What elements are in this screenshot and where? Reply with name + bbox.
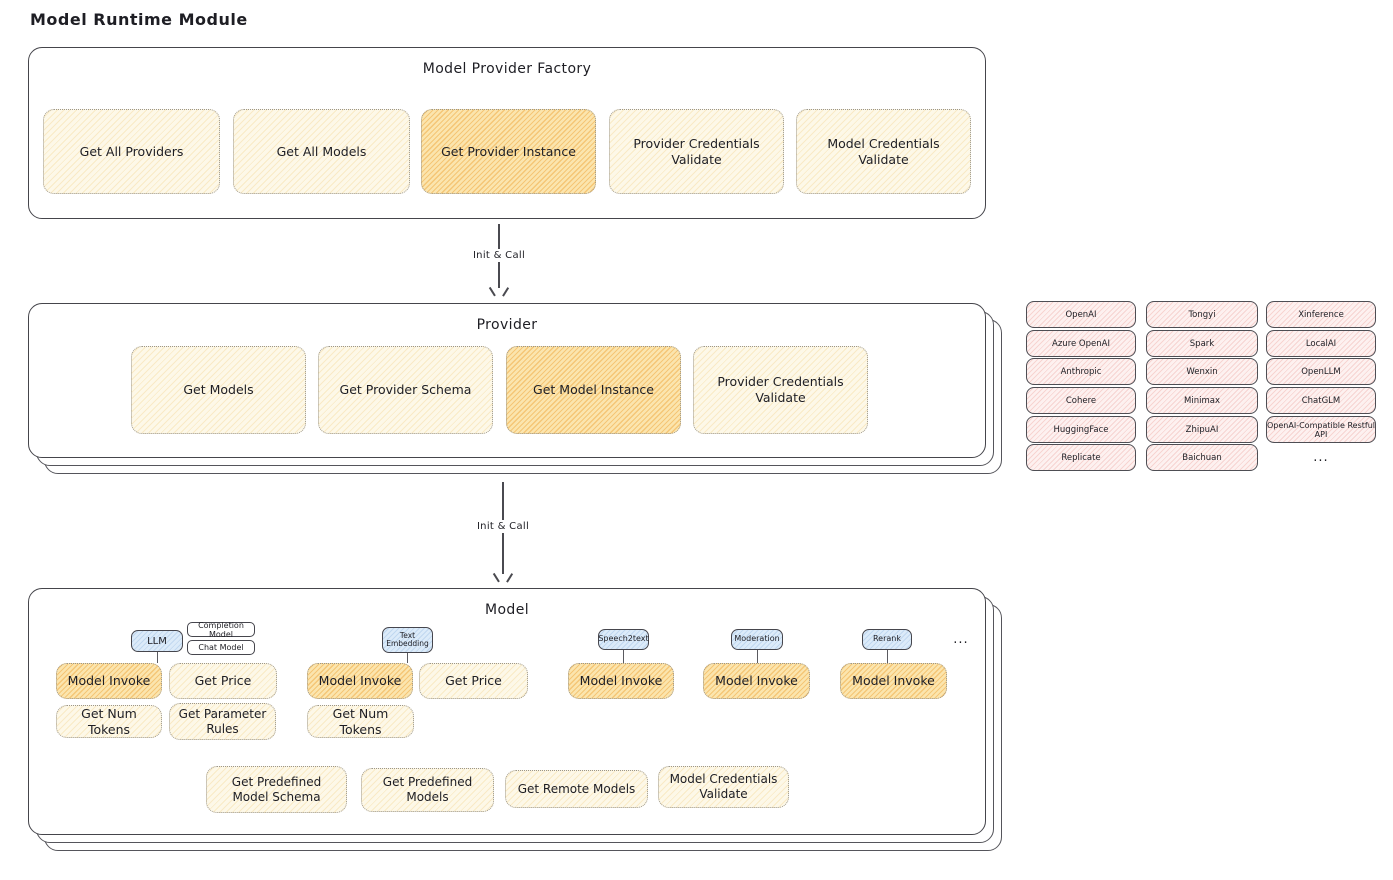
provider-chip-spark: Spark bbox=[1146, 330, 1258, 357]
provider-chip-cohere: Cohere bbox=[1026, 387, 1136, 414]
model-box-title: Model bbox=[484, 602, 530, 618]
node-embedding-get-price: Get Price bbox=[419, 663, 528, 699]
node-model-credentials-validate-2: Model Credentials Validate bbox=[658, 766, 789, 808]
node-get-models: Get Models bbox=[131, 346, 306, 434]
provider-chips-more: ... bbox=[1313, 450, 1329, 465]
provider-chip-openai-compatible: OpenAI-Compatible Restful API bbox=[1266, 416, 1376, 443]
node-llm-model-invoke: Model Invoke bbox=[56, 663, 162, 699]
tag-chat-model: Chat Model bbox=[187, 640, 255, 655]
tag-llm: LLM bbox=[131, 630, 183, 652]
provider-chip-chatglm: ChatGLM bbox=[1266, 387, 1376, 414]
provider-chip-openai: OpenAI bbox=[1026, 301, 1136, 328]
provider-chip-minimax: Minimax bbox=[1146, 387, 1258, 414]
node-get-predefined-models: Get Predefined Models bbox=[361, 768, 494, 812]
node-get-remote-models: Get Remote Models bbox=[505, 770, 648, 808]
connector-line bbox=[157, 652, 159, 663]
node-get-predefined-model-schema: Get Predefined Model Schema bbox=[206, 766, 347, 813]
tag-text-embedding: Text Embedding bbox=[382, 627, 433, 653]
arrow-head-down-icon bbox=[493, 286, 505, 295]
arrow-label-init-call-2: Init & Call bbox=[457, 520, 549, 533]
tag-rerank: Rerank bbox=[862, 629, 912, 650]
node-provider-credentials-validate-2: Provider Credentials Validate bbox=[693, 346, 868, 434]
factory-box-title: Model Provider Factory bbox=[422, 61, 592, 77]
node-llm-get-num-tokens: Get Num Tokens bbox=[56, 705, 162, 738]
node-llm-get-parameter-rules: Get Parameter Rules bbox=[169, 703, 276, 740]
node-embedding-get-num-tokens: Get Num Tokens bbox=[307, 705, 414, 738]
model-box: Model LLM Completion Model Chat Model Te… bbox=[28, 588, 986, 835]
node-speech2text-model-invoke: Model Invoke bbox=[568, 663, 674, 699]
provider-box-title: Provider bbox=[476, 317, 538, 333]
node-get-all-providers: Get All Providers bbox=[43, 109, 220, 194]
provider-chip-azure-openai: Azure OpenAI bbox=[1026, 330, 1136, 357]
connector-line bbox=[407, 653, 409, 663]
node-get-provider-instance: Get Provider Instance bbox=[421, 109, 596, 194]
node-get-model-instance: Get Model Instance bbox=[506, 346, 681, 434]
node-get-provider-schema: Get Provider Schema bbox=[318, 346, 493, 434]
provider-box: Provider Get Models Get Provider Schema … bbox=[28, 303, 986, 458]
model-tags-more: ... bbox=[953, 631, 969, 647]
provider-chip-openllm: OpenLLM bbox=[1266, 358, 1376, 385]
arrow-head-down-icon-2 bbox=[497, 572, 509, 581]
provider-chip-huggingface: HuggingFace bbox=[1026, 416, 1136, 443]
tag-speech2text: Speech2text bbox=[598, 629, 649, 650]
node-provider-credentials-validate: Provider Credentials Validate bbox=[609, 109, 784, 194]
node-embedding-model-invoke: Model Invoke bbox=[307, 663, 413, 699]
provider-chip-zhipuai: ZhipuAI bbox=[1146, 416, 1258, 443]
node-rerank-model-invoke: Model Invoke bbox=[840, 663, 947, 699]
connector-line bbox=[757, 650, 759, 663]
provider-chip-localai: LocalAI bbox=[1266, 330, 1376, 357]
tag-moderation: Moderation bbox=[731, 629, 783, 650]
provider-chip-replicate: Replicate bbox=[1026, 444, 1136, 471]
connector-line bbox=[887, 650, 889, 663]
provider-chip-wenxin: Wenxin bbox=[1146, 358, 1258, 385]
diagram-title: Model Runtime Module bbox=[30, 10, 248, 29]
provider-chip-xinference: Xinference bbox=[1266, 301, 1376, 328]
node-get-all-models: Get All Models bbox=[233, 109, 410, 194]
connector-line bbox=[623, 650, 625, 663]
factory-box: Model Provider Factory Get All Providers… bbox=[28, 47, 986, 219]
provider-chip-anthropic: Anthropic bbox=[1026, 358, 1136, 385]
arrow-label-init-call: Init & Call bbox=[453, 249, 545, 262]
node-moderation-model-invoke: Model Invoke bbox=[703, 663, 810, 699]
node-llm-get-price: Get Price bbox=[169, 663, 277, 699]
node-model-credentials-validate: Model Credentials Validate bbox=[796, 109, 971, 194]
tag-completion-model: Completion Model bbox=[187, 621, 255, 639]
provider-chip-tongyi: Tongyi bbox=[1146, 301, 1258, 328]
provider-chip-baichuan: Baichuan bbox=[1146, 444, 1258, 471]
